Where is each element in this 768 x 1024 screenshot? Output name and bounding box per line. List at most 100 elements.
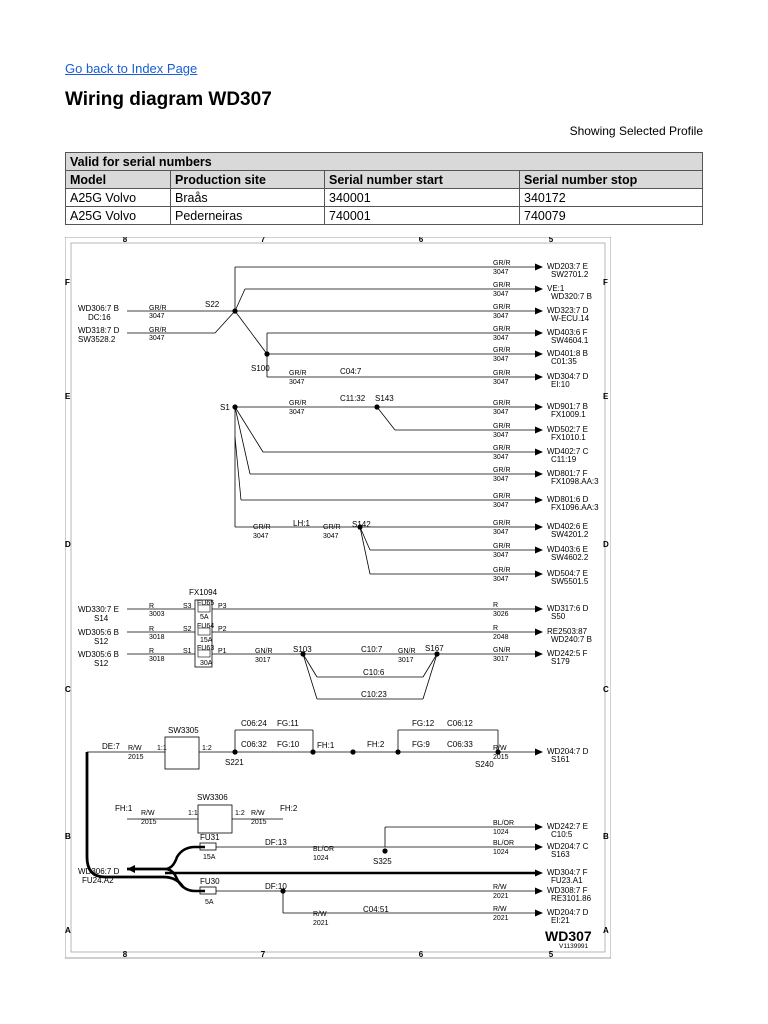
right-connector-sub: SW4604.1 [551,336,589,345]
wire-color: GR/R [149,327,167,334]
splice-label: S167 [425,644,444,653]
col-mark: 5 [549,950,554,959]
wire-number: 3047 [493,409,509,416]
wire-color: R [493,602,498,609]
connector-label: C04:51 [363,905,389,914]
right-connector-sub: S161 [551,755,570,764]
arrow-right-icon [535,628,543,636]
wire-number: 3047 [493,502,509,509]
connector-label: C06:33 [447,740,473,749]
right-connector-sub: SW2701.2 [551,270,589,279]
wire-color: GR/R [493,304,511,311]
wire-number: 3017 [398,657,414,664]
connector-label: FH:1 [317,741,335,750]
wire-number: 3047 [493,432,509,439]
switch-pin-in: 1:1 [157,745,167,752]
arrow-right-icon [535,843,543,851]
wire-color: GR/R [493,260,511,267]
arrow-right-icon [535,605,543,613]
right-connector-ref: VE:1 [547,284,565,293]
wire-color: GR/R [323,524,341,531]
wire-color: R [149,603,154,610]
wire-color: GN/R [398,648,416,655]
switch-pin-out: 1:2 [202,745,212,752]
gr-r-bus-wiring [127,266,535,575]
fuse-pin-out: P2 [218,626,227,633]
connector-label: LH:1 [293,519,310,528]
wire-number: 2021 [313,920,329,927]
connector-label: FH:2 [280,804,298,813]
left-connector-ref: WD330:7 E [78,605,119,614]
fuse-name: FU65 [197,600,214,607]
connector-label: C06:24 [241,719,267,728]
wire-number: 3047 [493,576,509,583]
wire-number: 1024 [493,829,509,836]
splice-label: S221 [225,758,244,767]
wire-color: R/W [313,911,327,918]
wiring-diagram: 8 7 6 5 8 7 6 5 F E D C B A F E D C B A [65,237,611,959]
right-connector-sub: WD240:7 B [551,635,592,644]
arrow-right-icon [535,448,543,456]
right-connector-ref: WD901:7 B [547,402,588,411]
diagram-frame [65,237,611,959]
arrow-right-icon [535,909,543,917]
fuse-pin-out: P3 [218,603,227,610]
fuse-rating: 5A [200,614,209,621]
fuse-name: FU31 [200,833,220,842]
row-mark: D [65,540,71,549]
right-connector-sub: WD320:7 B [551,292,592,301]
left-connector-sub: S12 [94,659,109,668]
wire-color: GR/R [493,400,511,407]
wire-color: BL/OR [493,820,514,827]
right-connector-sub: FX1096.AA:3 [551,503,599,512]
arrow-right-icon [535,307,543,315]
left-connector-ref: WD305:6 B [78,628,119,637]
wire-number: 3047 [253,533,269,540]
right-connector-sub: SW4201.2 [551,530,589,539]
fuse-box-wiring [127,608,535,700]
arrow-right-icon [535,546,543,554]
connector-label: DF:10 [265,882,287,891]
connector-label: C11:32 [340,394,366,403]
arrow-right-icon [535,887,543,895]
wire-number: 2048 [493,634,509,641]
fuse-pin-in: S1 [183,648,192,655]
connector-label: FG:9 [412,740,430,749]
col-mark: 6 [419,237,424,244]
col-mark: 7 [261,950,266,959]
arrow-right-icon [535,350,543,358]
rw-splice-dots [232,749,501,854]
arrow-right-icon [535,523,543,531]
right-connector-ref: WD502:7 E [547,425,588,434]
right-connector-ref: WD504:7 E [547,569,588,578]
wire-color: GR/R [253,524,271,531]
page-title: Wiring diagram WD307 [65,89,272,110]
wire-color: BL/OR [493,840,514,847]
right-connector-ref: WD402:7 C [547,447,589,456]
wire-color: GR/R [493,347,511,354]
connector-label: C10:7 [361,645,383,654]
wire-number: 1024 [493,849,509,856]
right-connector-sub: S50 [551,612,566,621]
switch-label: SW3305 [168,726,199,735]
arrow-right-icon [535,650,543,658]
wire-color: R/W [493,906,507,913]
right-connector-ref: WD242:5 F [547,649,588,658]
row-mark: E [65,392,71,401]
wire-number: 3047 [493,476,509,483]
row-mark: F [65,278,70,287]
wire-number: 1024 [313,855,329,862]
wire-number: 3047 [149,335,165,342]
right-connector-ref: WD204:7 D [547,908,589,917]
column-header-serial-start: Serial number start [324,170,520,189]
right-connector-ref: WD304:7 F [547,868,588,877]
fuse-splice-dots [300,651,440,657]
wire-number: 3047 [289,409,305,416]
wire-color: GR/R [493,467,511,474]
wire-color: R/W [493,745,507,752]
connector-label: FG:11 [277,719,299,728]
rw-wiring [87,729,535,834]
splice-label: S325 [373,857,392,866]
right-connector-sub: C11:19 [551,455,577,464]
back-to-index-link[interactable]: Go back to Index Page [65,61,198,76]
